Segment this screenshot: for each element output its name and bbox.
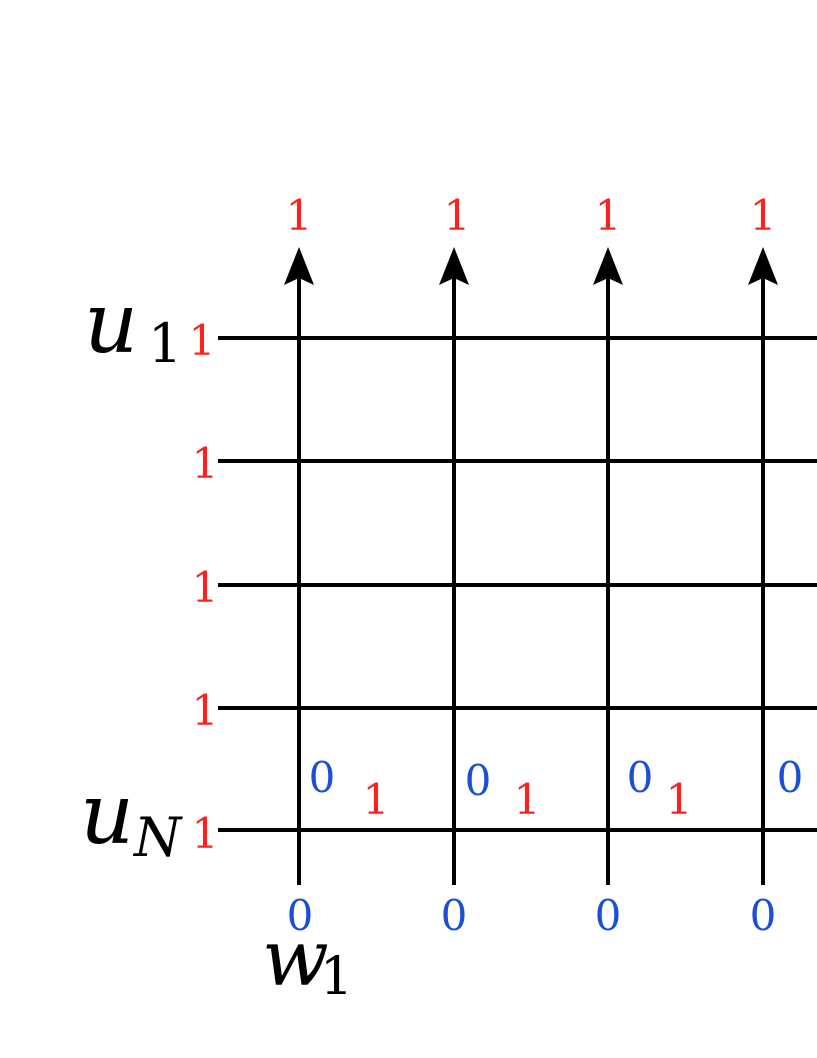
- bottom-value-3: 0: [595, 891, 622, 940]
- horizontal-lines: [218, 336, 817, 832]
- arrowhead-4: [748, 247, 778, 285]
- top-value-1: 1: [286, 191, 313, 240]
- cell-blue-value-2: 0: [465, 756, 492, 805]
- cell-blue-value-3: 0: [627, 753, 654, 802]
- row-label-bottom: u N: [80, 765, 183, 869]
- column-label-var: w: [262, 914, 329, 1004]
- left-value-4: 1: [192, 686, 219, 735]
- cell-blue-value-4: 0: [777, 753, 804, 802]
- cell-values: 0 1 0 1 0 1 0: [309, 753, 804, 824]
- bottom-value-4: 0: [750, 891, 777, 940]
- vertical-arrows: [284, 247, 778, 885]
- column-label-sub: 1: [320, 947, 353, 1007]
- left-value-1: 1: [189, 316, 216, 365]
- row-label-top-sub: 1: [148, 312, 182, 375]
- cell-red-value-2: 1: [514, 775, 541, 824]
- left-value-5: 1: [192, 809, 219, 858]
- left-value-3: 1: [192, 563, 219, 612]
- arrowhead-2: [439, 247, 469, 285]
- cell-blue-value-1: 0: [309, 753, 336, 802]
- arrowhead-1: [284, 247, 314, 285]
- bottom-value-2: 0: [441, 891, 468, 940]
- row-label-bottom-var: u: [80, 765, 134, 863]
- bottom-values: 0 0 0 0: [287, 891, 777, 940]
- row-label-top-var: u: [84, 274, 138, 372]
- top-value-4: 1: [750, 191, 777, 240]
- bottom-value-1: 0: [287, 891, 314, 940]
- cell-red-value-3: 1: [666, 775, 693, 824]
- column-label: w 1: [262, 914, 353, 1007]
- cell-red-value-1: 1: [363, 775, 390, 824]
- left-value-2: 1: [192, 439, 219, 488]
- arrowhead-3: [593, 247, 623, 285]
- top-value-3: 1: [595, 191, 622, 240]
- top-value-2: 1: [444, 191, 471, 240]
- left-values: 1 1 1 1 1: [189, 316, 219, 858]
- top-values: 1 1 1 1: [286, 191, 777, 240]
- row-label-bottom-sub: N: [132, 806, 183, 869]
- row-label-top: u 1: [84, 274, 182, 375]
